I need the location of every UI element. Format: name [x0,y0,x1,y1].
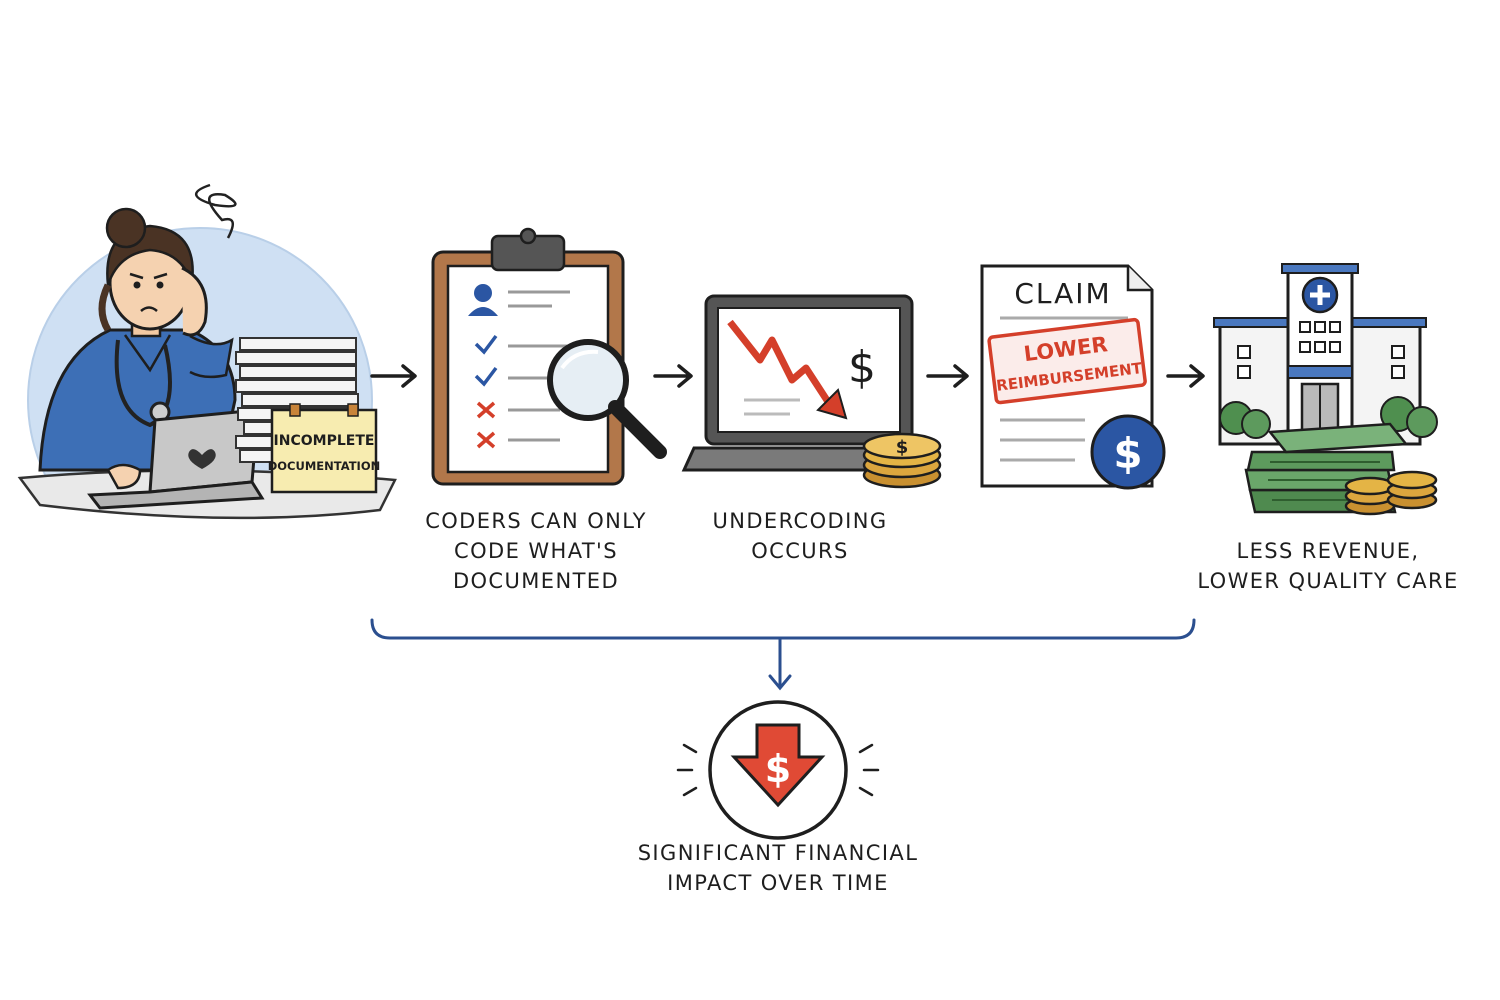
hospital-label-line-2: LOWER QUALITY CARE [1197,569,1459,593]
down-arrow-dollar-icon: $ [676,700,880,840]
claim-document-icon: CLAIM LOWER REIMBURSEMENT $ [980,264,1166,490]
coders-label-line-2: CODE WHAT'S [454,539,618,563]
incomplete-documentation-sign: INCOMPLETE DOCUMENTATION [268,403,381,494]
claim-badge-dollar: $ [1113,429,1142,478]
arrow-2 [653,364,693,388]
outcome-label: SIGNIFICANT FINANCIAL IMPACT OVER TIME [608,838,948,898]
arrow-3 [926,364,969,388]
laptop-chart-icon: $ [681,294,939,472]
stressed-clinician-icon [17,183,400,620]
summary-bracket [370,618,1196,691]
arrow-1 [370,364,417,388]
outcome-label-line-1: SIGNIFICANT FINANCIAL [637,841,919,865]
sign-line-1: INCOMPLETE [274,433,375,449]
hospital-label-line-1: LESS REVENUE, [1236,539,1420,563]
undercoding-label: UNDERCODING OCCURS [680,506,920,566]
flow-arrows [370,364,1205,388]
sign-line-2: DOCUMENTATION [268,459,381,473]
cash-stack-icon [1244,422,1438,516]
undercoding-label-line-1: UNDERCODING [712,509,888,533]
magnifier-icon [547,339,667,459]
claim-title: CLAIM [1014,277,1111,310]
coin-dollar-sign: $ [896,437,909,458]
outcome-dollar-sign: $ [765,747,791,791]
screen-dollar-sign: $ [848,342,876,393]
undercoding-label-line-2: OCCURS [751,539,849,563]
hospital-icon [1213,263,1438,446]
coders-label: CODERS CAN ONLY CODE WHAT'S DOCUMENTED [396,506,676,596]
arrow-4 [1166,364,1205,388]
hospital-label: LESS REVENUE, LOWER QUALITY CARE [1178,536,1478,596]
outcome-label-line-2: IMPACT OVER TIME [667,871,889,895]
coders-label-line-1: CODERS CAN ONLY [425,509,647,533]
lower-reimbursement-stamp: LOWER REIMBURSEMENT [987,317,1147,405]
coders-label-line-3: DOCUMENTED [452,569,620,593]
coin-stack-icon: $ [862,432,942,489]
